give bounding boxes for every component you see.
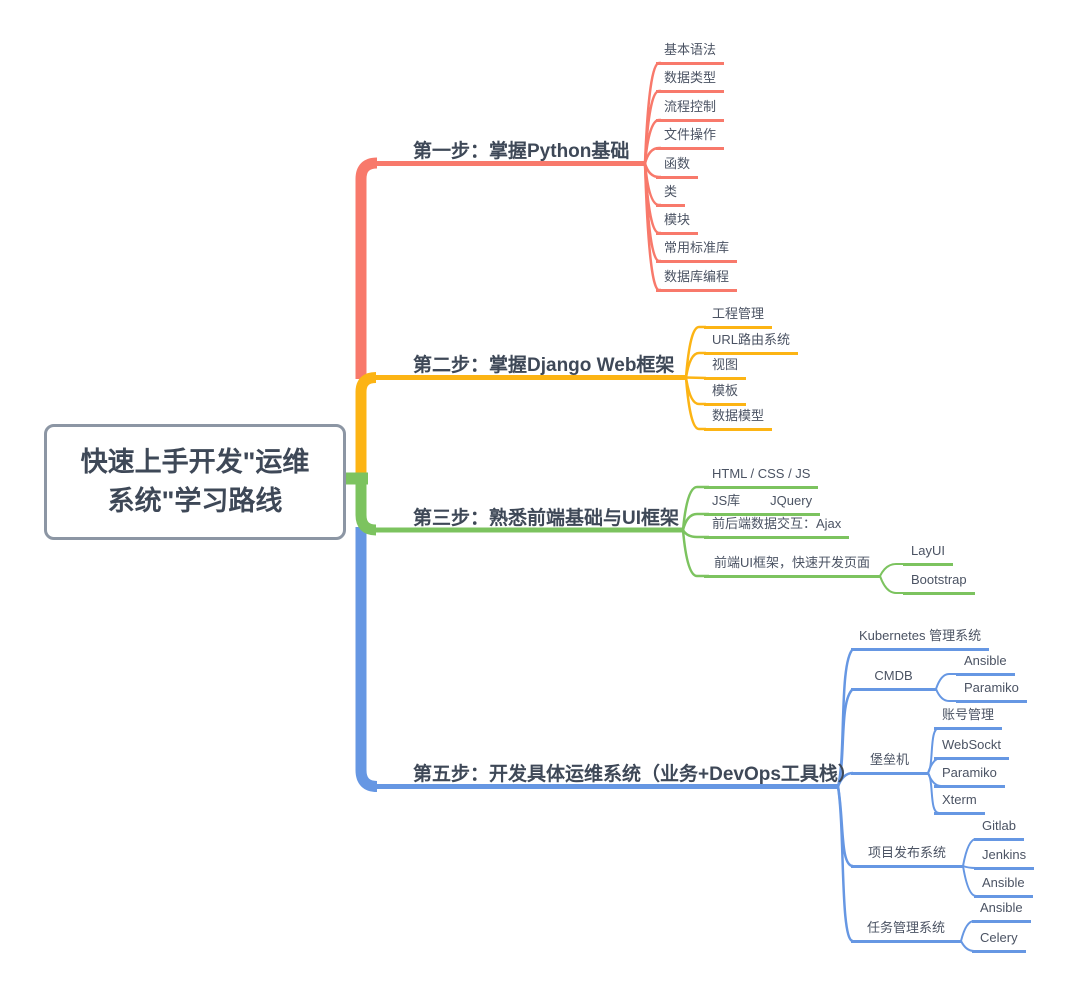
topic-node[interactable]: 模块 (656, 212, 699, 235)
topic-node[interactable]: 前端UI框架，快速开发页面 (704, 555, 880, 578)
topic-node[interactable]: 类 (656, 184, 686, 207)
subtopic-node[interactable]: Xterm (934, 792, 985, 815)
subtopic-node[interactable]: WebSockt (934, 737, 1010, 760)
subtopic-node[interactable]: LayUI (903, 543, 953, 566)
topic-node[interactable]: 流程控制 (656, 99, 725, 122)
root-topic[interactable]: 快速上手开发"运维系统"学习路线 (44, 424, 346, 540)
subtopic-node[interactable]: JQuery (770, 493, 813, 508)
topic-node[interactable]: CMDB (851, 668, 936, 691)
branch-4-label[interactable]: 第五步：开发具体运维系统（业务+DevOps工具栈） (413, 764, 857, 785)
subtopic-node[interactable]: Celery (972, 930, 1026, 953)
branch-1-lines (355, 61, 661, 379)
branch-1-label[interactable]: 第一步：掌握Python基础 (413, 141, 630, 162)
subtopic-node[interactable]: Ansible (956, 653, 1015, 676)
topic-node[interactable]: 模板 (704, 383, 747, 406)
branch-3-lines (338, 472, 905, 594)
subtopic-node[interactable]: Gitlab (974, 818, 1024, 841)
topic-node[interactable]: JS库 JQuery (704, 493, 821, 516)
topic-node[interactable]: URL路由系统 (704, 332, 799, 355)
topic-node[interactable]: HTML / CSS / JS (704, 466, 819, 489)
branch-4-lines (355, 527, 979, 952)
topic-node[interactable]: 前后端数据交互：Ajax (704, 516, 850, 539)
subtopic-node[interactable]: Paramiko (956, 680, 1027, 703)
subtopic-node[interactable]: 账号管理 (934, 707, 1003, 730)
topic-node[interactable]: 项目发布系统 (851, 845, 963, 868)
topic-node[interactable]: 工程管理 (704, 306, 773, 329)
topic-node[interactable]: 数据库编程 (656, 269, 738, 292)
topic-node[interactable]: 常用标准库 (656, 240, 738, 263)
topic-node[interactable]: 函数 (656, 156, 699, 179)
topic-node[interactable]: 数据模型 (704, 408, 773, 431)
branch-2-lines (355, 325, 707, 477)
topic-node[interactable]: 堡垒机 (851, 752, 928, 775)
branch-2-label[interactable]: 第二步：掌握Django Web框架 (413, 355, 675, 376)
root-topic-label: 快速上手开发"运维系统"学习路线 (80, 447, 310, 516)
topic-node-label: JS库 (712, 493, 741, 508)
subtopic-node[interactable]: Bootstrap (903, 572, 975, 595)
subtopic-node[interactable]: Jenkins (974, 847, 1035, 870)
topic-node[interactable]: 文件操作 (656, 127, 725, 150)
topic-node[interactable]: 数据类型 (656, 70, 725, 93)
subtopic-node[interactable]: Ansible (972, 900, 1031, 923)
topic-node[interactable]: 任务管理系统 (851, 920, 961, 943)
topic-node[interactable]: 基本语法 (656, 42, 725, 65)
subtopic-node[interactable]: Ansible (974, 875, 1033, 898)
topic-node[interactable]: Kubernetes 管理系统 (851, 628, 990, 651)
subtopic-node[interactable]: Paramiko (934, 765, 1005, 788)
topic-node[interactable]: 视图 (704, 357, 747, 380)
branch-3-label[interactable]: 第三步：熟悉前端基础与UI框架 (413, 508, 680, 529)
